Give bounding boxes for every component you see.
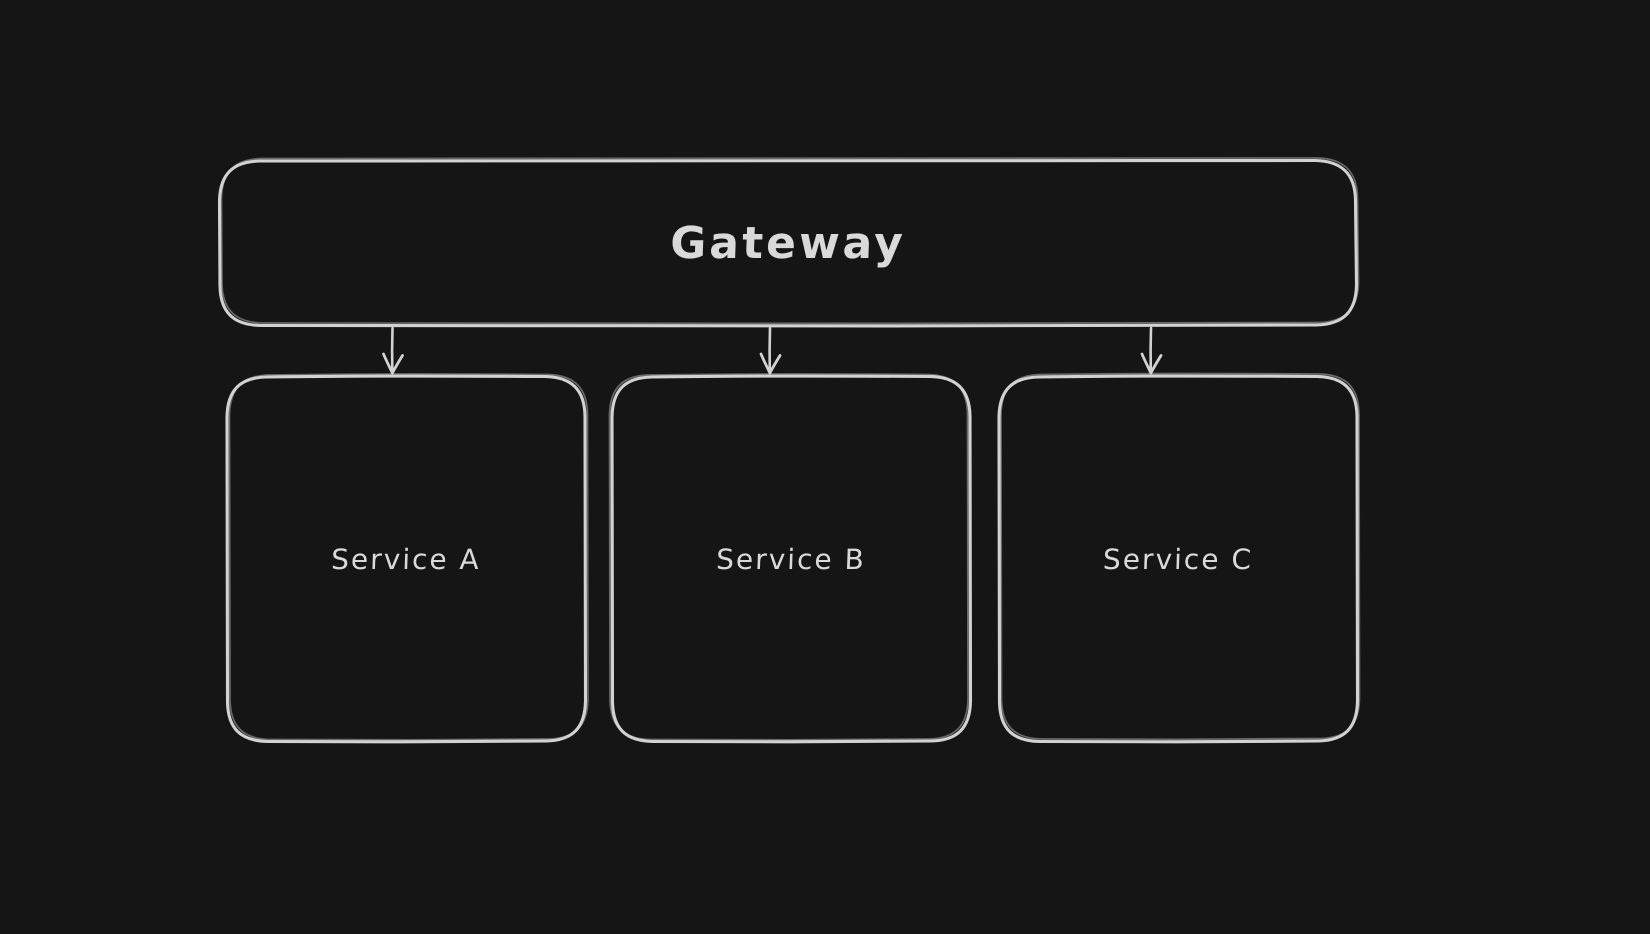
gateway-box-outline[interactable]	[217, 157, 1359, 328]
service-b-box-outline[interactable]	[610, 374, 973, 744]
service-a-box-sketch-pass	[228, 373, 589, 741]
edge-arrow-head	[1140, 352, 1163, 375]
service-a-box-outline[interactable]	[225, 374, 588, 744]
edge-arrow-gateway-service-c[interactable]	[1140, 326, 1163, 375]
edge-arrow-head	[759, 352, 782, 375]
service-b-box-sketch-pass	[608, 373, 969, 741]
edge-arrow-gateway-service-a[interactable]	[382, 326, 404, 375]
service-c-node[interactable]	[997, 372, 1361, 744]
edge-arrow-head	[382, 352, 404, 375]
gateway-node[interactable]	[217, 156, 1360, 328]
service-a-node[interactable]	[225, 373, 589, 744]
edge-arrow-gateway-service-b[interactable]	[759, 326, 782, 375]
service-b-node[interactable]	[608, 373, 973, 744]
service-c-box-sketch-pass	[1000, 372, 1361, 741]
service-c-box-outline[interactable]	[997, 374, 1360, 744]
gateway-box-sketch-pass	[220, 156, 1360, 325]
